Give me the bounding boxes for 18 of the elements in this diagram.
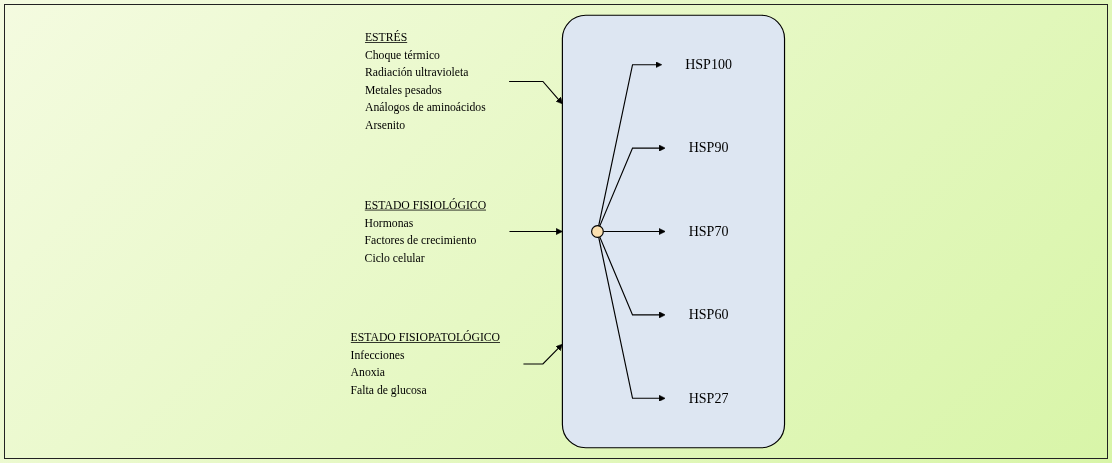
arrow (508, 80, 563, 105)
node-text: ESTRÉS Choque térmico Radiación ultravioleta Metales pesados Análogos de aminoácidos Arsenito (365, 31, 486, 132)
arrow (509, 228, 563, 235)
arrow (599, 236, 666, 319)
node-text: ESTADO FISIOLÓGICO Hormonas Factores de crecimiento Ciclo celular (364, 198, 487, 264)
node-text: HSP27 (688, 390, 729, 406)
cluster (561, 14, 786, 449)
arrow (602, 228, 666, 235)
node-text: ESTADO FISIOPATOLÓGICO Infecciones Anoxia Falta de glucosa (350, 331, 501, 397)
node-text: HSP70 (688, 223, 729, 239)
node-text: HSP60 (688, 306, 729, 323)
node-ellipse (591, 225, 604, 238)
arrow (599, 144, 666, 227)
arrow (522, 343, 563, 365)
node-text: HSP90 (688, 139, 729, 156)
arrow (598, 236, 666, 402)
arrow (598, 61, 663, 227)
node-text: HSP100 (685, 56, 733, 73)
